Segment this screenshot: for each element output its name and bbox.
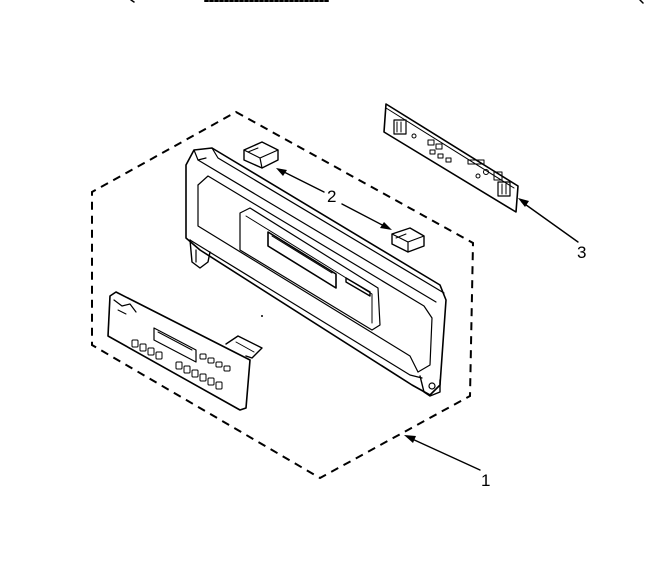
end-cap-right xyxy=(391,227,425,253)
end-cap-left xyxy=(243,141,279,169)
stray-dot xyxy=(261,315,263,317)
callout-2: 2 xyxy=(327,187,336,206)
control-board xyxy=(383,103,519,213)
assembly-boundary xyxy=(91,110,475,480)
top-edge-marks xyxy=(130,0,644,4)
control-panel-frame xyxy=(185,147,447,397)
callout-3: 3 xyxy=(577,243,586,262)
leader-lines xyxy=(276,168,579,471)
callout-1: 1 xyxy=(481,471,490,490)
touchpad-overlay xyxy=(107,291,263,411)
